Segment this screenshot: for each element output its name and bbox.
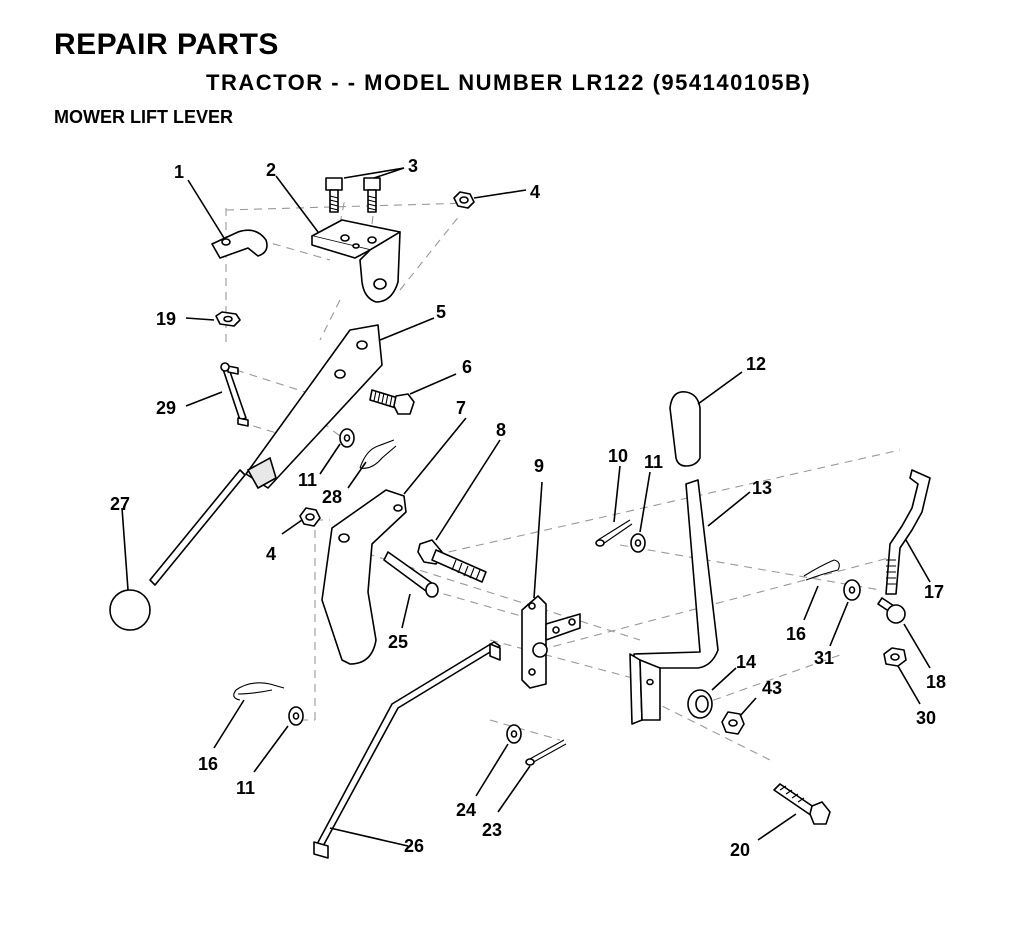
- callout-30: 30: [916, 708, 936, 728]
- callout-13: 13: [752, 478, 772, 498]
- assembly-lines: [225, 197, 901, 761]
- part-12-grip: [669, 391, 701, 467]
- part-11-washer-c: [288, 706, 304, 726]
- callout-4-mid: 4: [266, 544, 276, 564]
- part-11-washer-b: [630, 533, 646, 553]
- callout-18: 18: [926, 672, 946, 692]
- section-title: MOWER LIFT LEVER: [54, 107, 233, 127]
- callout-31: 31: [814, 648, 834, 668]
- callout-3: 3: [408, 156, 418, 176]
- callout-8: 8: [496, 420, 506, 440]
- callout-16-b: 16: [198, 754, 218, 774]
- callout-4-top: 4: [530, 182, 540, 202]
- part-30-nut: [883, 647, 907, 667]
- part-13-lever: [629, 479, 719, 725]
- part-25-spacer: [383, 551, 439, 598]
- leader-lines: [121, 167, 931, 847]
- part-8-bolt: [417, 539, 487, 583]
- callout-17: 17: [924, 582, 944, 602]
- part-19-nut: [215, 311, 241, 327]
- part-43-nut: [721, 711, 745, 735]
- part-24-washer: [506, 724, 522, 744]
- part-6-bolt: [369, 389, 415, 415]
- callout-23: 23: [482, 820, 502, 840]
- callout-19: 19: [156, 309, 176, 329]
- page-title: REPAIR PARTS: [54, 28, 279, 61]
- part-26-rod: [313, 641, 501, 859]
- part-4-nut-mid: [299, 507, 321, 527]
- callout-5: 5: [436, 302, 446, 322]
- callout-43: 43: [762, 678, 782, 698]
- callout-12: 12: [746, 354, 766, 374]
- callout-6: 6: [462, 357, 472, 377]
- callout-numbers: 1 2 3 4 19 29 5 6 7 8 11 28 27 4 9 10 11…: [110, 156, 946, 860]
- part-16-hairpin-b: [233, 682, 285, 701]
- part-16-hairpin-a: [803, 559, 840, 581]
- callout-28: 28: [322, 487, 342, 507]
- callout-1: 1: [174, 162, 184, 182]
- callout-25: 25: [388, 632, 408, 652]
- part-10-cotter: [595, 519, 633, 547]
- part-14-bushing: [687, 689, 713, 719]
- model-subtitle: TRACTOR - - MODEL NUMBER LR122 (95414010…: [206, 70, 812, 95]
- part-17-rod: [885, 469, 931, 595]
- callout-16-a: 16: [786, 624, 806, 644]
- callout-7: 7: [456, 398, 466, 418]
- part-29-link: [220, 362, 249, 427]
- callout-11-b: 11: [644, 452, 663, 472]
- callout-27: 27: [110, 494, 130, 514]
- callout-26: 26: [404, 836, 424, 856]
- part-5-lift-arm: [149, 324, 383, 586]
- callout-24: 24: [456, 800, 476, 820]
- part-11-washer-a: [339, 428, 355, 448]
- callout-2: 2: [266, 160, 276, 180]
- part-27-knob: [109, 589, 151, 631]
- callout-20: 20: [730, 840, 750, 860]
- part-7-plate: [321, 489, 407, 665]
- callout-11-c: 11: [236, 778, 255, 798]
- part-4-nut-top: [453, 191, 475, 209]
- part-1-clip: [211, 229, 268, 259]
- callout-11-a: 11: [298, 470, 317, 490]
- part-23-cotter: [525, 739, 567, 766]
- callout-9: 9: [534, 456, 544, 476]
- part-9-bracket: [521, 595, 581, 689]
- part-2-bracket: [311, 219, 401, 303]
- part-18-swivel: [877, 597, 906, 624]
- callout-14: 14: [736, 652, 756, 672]
- callout-29: 29: [156, 398, 176, 418]
- callout-10: 10: [608, 446, 628, 466]
- part-20-bolt: [773, 783, 831, 825]
- part-31-washer: [843, 579, 861, 601]
